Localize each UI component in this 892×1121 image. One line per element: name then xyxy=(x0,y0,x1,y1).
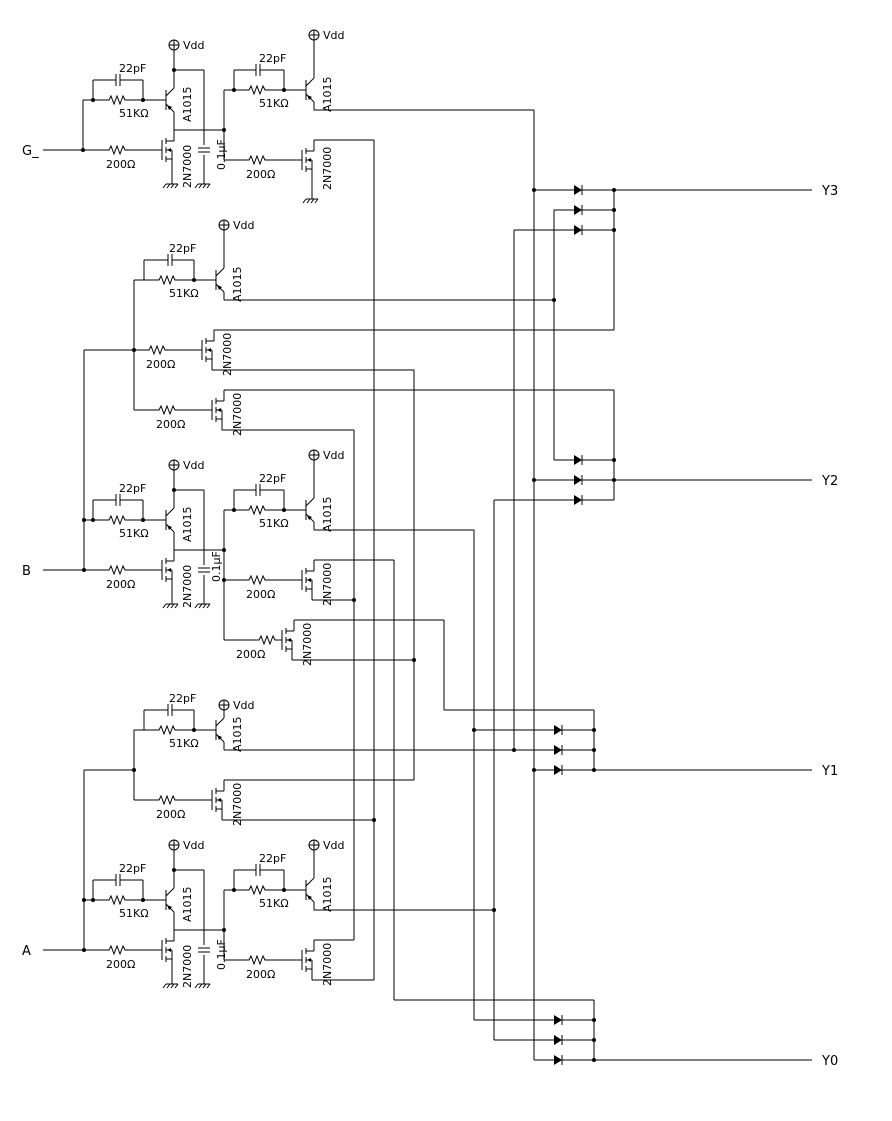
vdd-label: Vdd xyxy=(323,449,345,462)
pnp-label: A1015 xyxy=(181,506,194,542)
pnp-label: A1015 xyxy=(321,76,334,112)
cap-22pf-label: 22pF xyxy=(259,472,286,485)
nmos-label: 2N7000 xyxy=(321,943,334,986)
diode-or-y1 xyxy=(472,709,812,776)
stage-b xyxy=(43,449,474,661)
res-51k-label: 51KΩ xyxy=(259,517,289,530)
nmos-label: 2N7000 xyxy=(221,333,234,376)
res-200-label: 200Ω xyxy=(246,968,275,981)
input-label-a: A xyxy=(22,944,31,959)
output-label-y2: Y2 xyxy=(821,474,838,489)
cap-22pf-label: 22pF xyxy=(119,862,146,875)
cap-22pf-label: 22pF xyxy=(259,852,286,865)
vdd-label: Vdd xyxy=(323,29,345,42)
cap-22pf-label: 22pF xyxy=(169,692,196,705)
nmos-label: 2N7000 xyxy=(301,623,314,666)
nmos-label: 2N7000 xyxy=(181,145,194,188)
decode-section-lower xyxy=(83,699,554,950)
pnp-label: A1015 xyxy=(231,266,244,302)
bus-wires xyxy=(352,110,615,1060)
output-label-y1: Y1 xyxy=(821,764,838,779)
res-200-label: 200Ω xyxy=(156,418,185,431)
res-200-label: 200Ω xyxy=(246,588,275,601)
res-200-label: 200Ω xyxy=(106,578,135,591)
cap-22pf-label: 22pF xyxy=(119,482,146,495)
cap-22pf-label: 22pF xyxy=(259,52,286,65)
res-200-label: 200Ω xyxy=(146,358,175,371)
res-51k-label: 51KΩ xyxy=(119,527,149,540)
vdd-label: Vdd xyxy=(233,699,255,712)
pnp-label: A1015 xyxy=(321,496,334,532)
res-200-label: 200Ω xyxy=(106,158,135,171)
res-200-label: 200Ω xyxy=(156,808,185,821)
vdd-label: Vdd xyxy=(323,839,345,852)
pnp-label: A1015 xyxy=(181,86,194,122)
res-51k-label: 51KΩ xyxy=(259,97,289,110)
nmos-label: 2N7000 xyxy=(321,147,334,190)
cap-bypass-label: 0.1μF xyxy=(215,939,228,970)
diode-or-y2 xyxy=(494,454,812,506)
pnp-label: A1015 xyxy=(321,876,334,912)
nmos-label: 2N7000 xyxy=(231,783,244,826)
output-label-y0: Y0 xyxy=(821,1054,838,1069)
cap-bypass-label: 0.1μF xyxy=(210,551,223,582)
res-200-label: 200Ω xyxy=(236,648,265,661)
output-label-y3: Y3 xyxy=(821,184,838,199)
res-51k-label: 51KΩ xyxy=(169,287,199,300)
vdd-label: Vdd xyxy=(233,219,255,232)
vdd-label: Vdd xyxy=(183,839,205,852)
pnp-label: A1015 xyxy=(231,716,244,752)
res-200-label: 200Ω xyxy=(106,958,135,971)
nmos-label: 2N7000 xyxy=(231,393,244,436)
decode-section-upper xyxy=(83,219,614,520)
res-200-label: 200Ω xyxy=(246,168,275,181)
nmos-label: 2N7000 xyxy=(181,945,194,988)
res-51k-label: 51KΩ xyxy=(119,107,149,120)
stage-g xyxy=(43,29,534,204)
input-label-b: B xyxy=(22,564,31,579)
pnp-label: A1015 xyxy=(181,886,194,922)
cap-bypass-label: 0.1μF xyxy=(215,139,228,170)
cap-22pf-label: 22pF xyxy=(169,242,196,255)
diode-or-y0 xyxy=(474,1000,812,1066)
cap-22pf-label: 22pF xyxy=(119,62,146,75)
res-51k-label: 51KΩ xyxy=(119,907,149,920)
input-label-g: G_ xyxy=(22,144,39,159)
stage-a xyxy=(43,839,494,989)
res-51k-label: 51KΩ xyxy=(259,897,289,910)
res-51k-label: 51KΩ xyxy=(169,737,199,750)
vdd-label: Vdd xyxy=(183,39,205,52)
nmos-label: 2N7000 xyxy=(181,565,194,608)
diode-or-y3 xyxy=(514,184,812,236)
vdd-label: Vdd xyxy=(183,459,205,472)
nmos-label: 2N7000 xyxy=(321,563,334,606)
